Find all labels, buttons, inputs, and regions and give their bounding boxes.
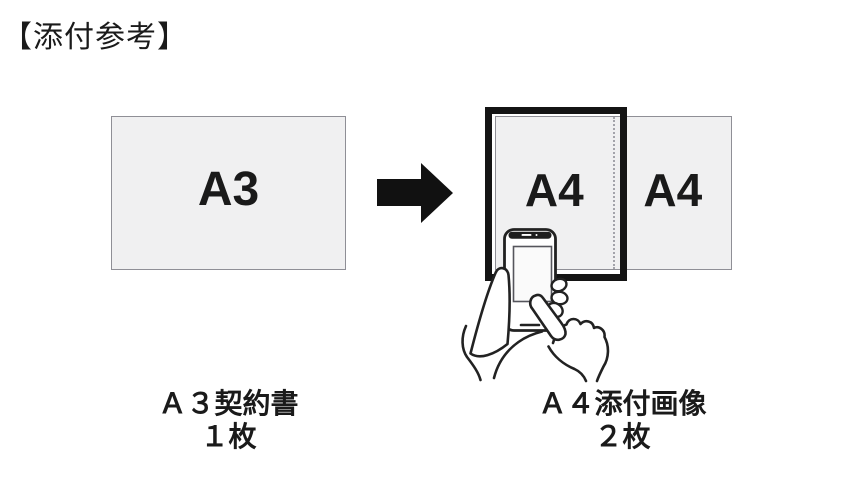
pointing-finger-icon bbox=[528, 293, 610, 383]
a4-caption-line1: Ａ４添付画像 bbox=[538, 388, 707, 419]
a4-left-half: A4 bbox=[496, 117, 613, 269]
a3-sheet: A3 bbox=[111, 116, 346, 270]
a4-right-label: A4 bbox=[643, 163, 703, 216]
a3-caption-line1: Ａ３契約書 bbox=[158, 388, 299, 419]
a4-right-half: A4 bbox=[612, 117, 732, 269]
a3-caption: Ａ３契約書 １枚 bbox=[111, 387, 346, 453]
a3-caption-line2: １枚 bbox=[200, 421, 257, 452]
right-arrow-icon bbox=[377, 163, 453, 223]
a4-left-label: A4 bbox=[524, 163, 584, 216]
holding-hand-icon bbox=[461, 266, 569, 382]
a4-caption-line2: ２枚 bbox=[594, 421, 651, 452]
hand-tapping-smartphone-illustration bbox=[461, 228, 610, 383]
a3-sheet-label: A3 bbox=[197, 162, 260, 216]
a4-caption: Ａ４添付画像 ２枚 bbox=[500, 387, 745, 453]
page-title: 【添付参考】 bbox=[2, 21, 188, 54]
